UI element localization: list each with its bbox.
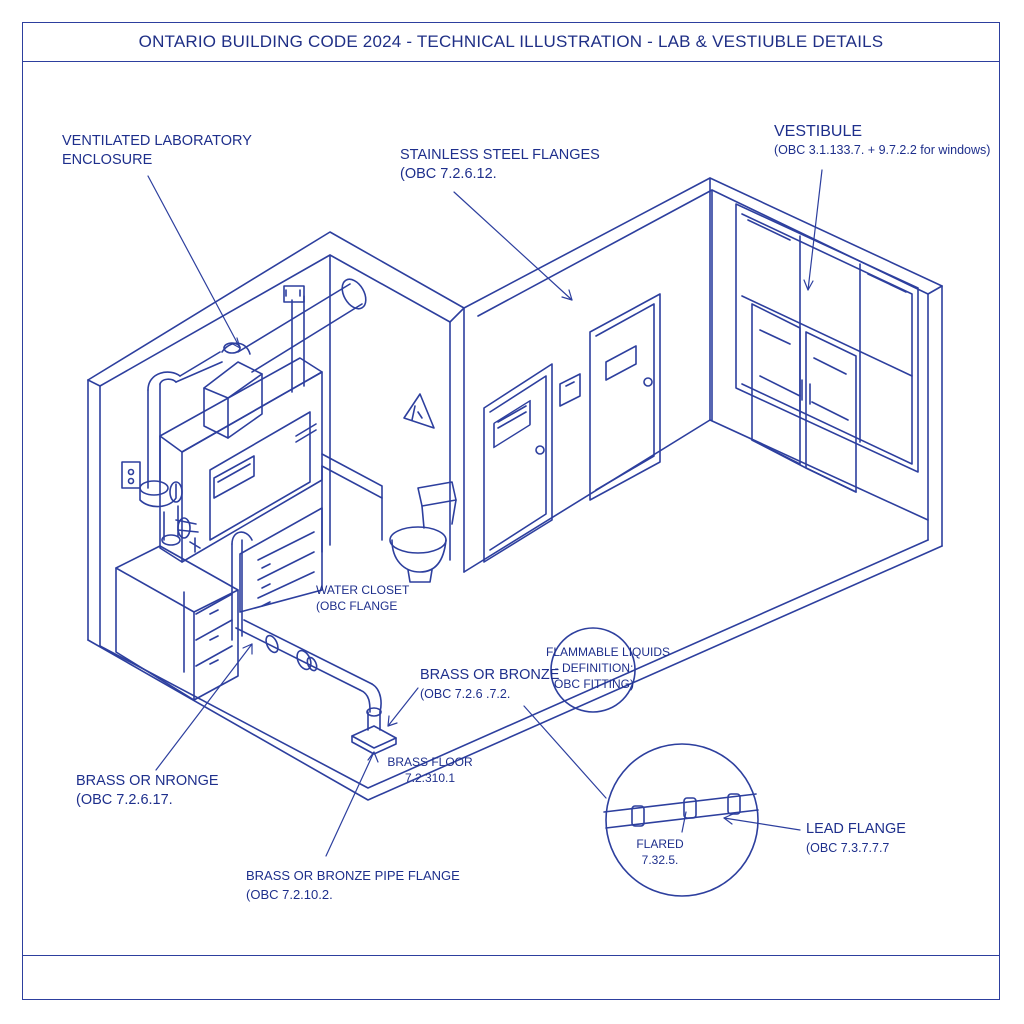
label-brass-bronze-line2: (OBC 7.2.6 .7.2.: [420, 687, 511, 701]
label-flammable-line1: FLAMMABLE LIQUIDS: [546, 645, 671, 659]
label-brass-bronze-line1: BRASS OR BRONZE: [420, 667, 560, 683]
label-pipe-flange-line1: BRASS OR BRONZE PIPE FLANGE: [246, 868, 460, 883]
label-lab-enclosure: VENTILATED LABORATORY ENCLOSURE: [62, 132, 252, 170]
door-icon: [483, 293, 661, 563]
footer-bar: [22, 955, 1000, 1000]
label-lab-enclosure-line1: VENTILATED LABORATORY: [62, 133, 252, 149]
drawing-title: ONTARIO BUILDING CODE 2024 - TECHNICAL I…: [138, 31, 884, 51]
label-pipe-flange: BRASS OR BRONZE PIPE FLANGE (OBC 7.2.10.…: [246, 866, 460, 904]
warning-sign-icon: [403, 393, 435, 429]
label-lead-flange-line1: LEAD FLANGE: [806, 821, 906, 837]
label-lead-flange: LEAD FLANGE (OBC 7.3.7.7.7: [806, 820, 906, 858]
fume-hood-icon: [115, 278, 383, 701]
label-flammable-line2: - DEFINITION:: [554, 661, 634, 675]
label-lab-enclosure-line2: ENCLOSURE: [62, 152, 153, 168]
label-brass-nronge: BRASS OR NRONGE (OBC 7.2.6.17.: [76, 772, 219, 810]
flammable-detail-circle: [550, 627, 636, 713]
label-water-closet-line1: WATER CLOSET: [316, 583, 410, 597]
label-brass-floor-line2: 7.2.310.1: [404, 771, 456, 785]
label-flared-line1: FLARED: [636, 837, 684, 851]
label-brass-floor: BRASS FLOOR 7.2.310.1: [384, 754, 476, 786]
pipe-icon: [139, 351, 397, 755]
title-bar: ONTARIO BUILDING CODE 2024 - TECHNICAL I…: [22, 22, 1000, 62]
label-vestibule: VESTIBULE (OBC 3.1.133.7. + 9.7.2.2 for …: [774, 122, 990, 160]
label-flammable-line3: OBC FITTING): [554, 677, 634, 691]
drawing-frame: [22, 22, 1000, 1000]
flared-pipe-detail: [603, 793, 759, 829]
label-brass-nronge-line1: BRASS OR NRONGE: [76, 773, 219, 789]
label-brass-bronze: BRASS OR BRONZE (OBC 7.2.6 .7.2.: [420, 666, 559, 704]
label-brass-floor-line1: BRASS FLOOR: [387, 755, 473, 769]
label-flared-line2: 7.32.5.: [641, 853, 679, 867]
label-flared: FLARED 7.32.5.: [624, 836, 696, 868]
label-water-closet-line2: (OBC FLANGE: [316, 599, 398, 613]
label-stainless-line2: (OBC 7.2.6.12.: [400, 166, 497, 182]
flared-detail-circle: [605, 743, 759, 897]
label-brass-nronge-line2: (OBC 7.2.6.17.: [76, 792, 173, 808]
label-flammable-liquids: FLAMMABLE LIQUIDS - DEFINITION: OBC FITT…: [546, 644, 671, 692]
label-lead-flange-line2: (OBC 7.3.7.7.7: [806, 841, 890, 855]
label-water-closet: WATER CLOSET (OBC FLANGE: [316, 582, 409, 614]
label-stainless-line1: STAINLESS STEEL FLANGES: [400, 147, 600, 163]
label-pipe-flange-line2: (OBC 7.2.10.2.: [246, 887, 333, 902]
outlet-icon: [121, 461, 141, 489]
leader-lines: [147, 169, 823, 857]
label-stainless-flanges: STAINLESS STEEL FLANGES (OBC 7.2.6.12.: [400, 146, 600, 184]
label-vestibule-line1: VESTIBULE: [774, 123, 863, 140]
room-walls: [87, 177, 943, 801]
label-vestibule-line2: (OBC 3.1.133.7. + 9.7.2.2 for windows): [774, 143, 991, 157]
window-icon: [735, 203, 919, 493]
toilet-icon: [389, 481, 457, 583]
